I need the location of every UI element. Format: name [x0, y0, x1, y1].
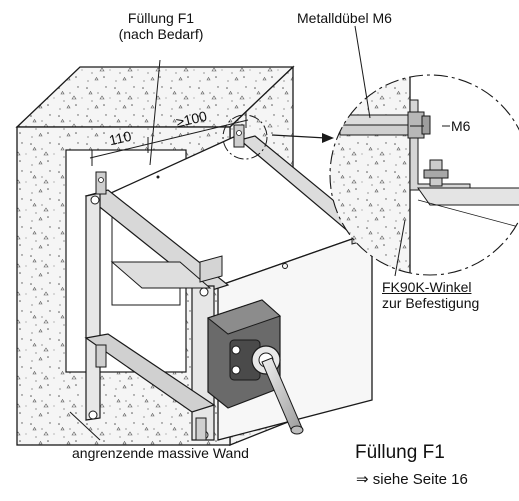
wall-label: angrenzende massive Wand [72, 445, 249, 461]
seite-reference: ⇒ siehe Seite 16 [356, 471, 468, 488]
fuellung-label: Füllung F1 (nach Bedarf) [103, 10, 219, 42]
winkel-line1: FK90K-Winkel [382, 279, 472, 295]
winkel-label: FK90K-Winkel zur Befestigung [382, 279, 479, 311]
winkel-line2: zur Befestigung [382, 295, 480, 311]
m6-label: M6 [451, 118, 471, 134]
fuellung-line1: Füllung F1 [127, 10, 195, 26]
metallduebel-label: Metalldübel M6 [297, 10, 392, 26]
leader-lines [69, 25, 450, 441]
fuellung-reference: Füllung F1 [355, 442, 445, 463]
detail-view [222, 74, 519, 276]
fuellung-line2: (nach Bedarf) [118, 26, 204, 42]
actuator-assembly [206, 299, 304, 435]
